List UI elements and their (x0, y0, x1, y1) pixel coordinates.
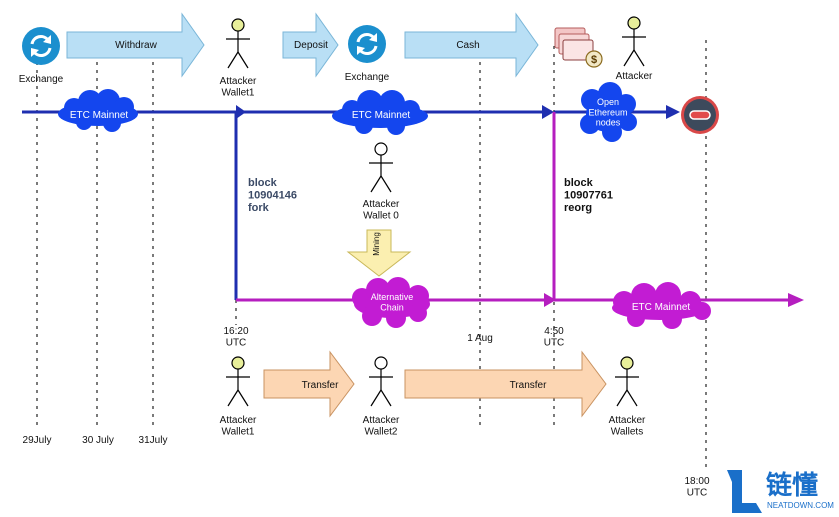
stop-sign-icon (681, 96, 719, 134)
cloud-etc-mainnet-right (612, 282, 711, 329)
etc-mainnet-right-label: ETC Mainnet (632, 302, 691, 313)
neatdown-logo-icon (727, 470, 762, 513)
cash-label: Cash (456, 40, 479, 51)
cloud-etc-mainnet-left (58, 89, 138, 132)
date-30july-label: 30 July (82, 435, 114, 446)
mainnet-arrowhead-reorg (542, 105, 554, 119)
mining-arrow (346, 229, 412, 277)
attacker-wallet1-top-icon (225, 18, 251, 69)
attacker-wallet1-bottom-icon (225, 356, 251, 407)
cloud-alternative-chain (352, 277, 430, 328)
time-1aug-label: 1 Aug (467, 333, 493, 344)
etc-mainnet-left-label: ETC Mainnet (70, 110, 129, 121)
transfer-left-arrow (263, 350, 355, 418)
money-stack-icon: $ (554, 27, 603, 68)
mainnet-after-reorg-arrowhead (788, 293, 804, 307)
deposit-arrow (282, 12, 339, 78)
etc-mainnet-mid-label: ETC Mainnet (352, 110, 411, 121)
exchange-mid-label: Exchange (345, 72, 390, 83)
cloud-open-ethereum-nodes (580, 82, 637, 142)
brand-cn-label: 链懂 (766, 470, 818, 500)
alt-chain-arrowhead (544, 293, 556, 307)
mainnet-arrowhead-fork (236, 105, 246, 119)
exchange-sync-icon-mid (348, 25, 386, 63)
cloud-etc-mainnet-mid (332, 90, 428, 135)
mining-label: Mining (372, 232, 381, 256)
withdraw-arrow (66, 12, 205, 78)
attacker-wallet0-icon (368, 142, 394, 193)
svg-text:$: $ (591, 54, 597, 66)
attacker-right-label: Attacker (616, 71, 653, 82)
transfer-right-label: Transfer (510, 380, 548, 391)
attacker-top-right-icon (621, 16, 647, 67)
date-29july-label: 29July (23, 435, 52, 446)
transfer-left-label: Transfer (302, 380, 340, 391)
cash-arrow (404, 12, 539, 78)
attacker-wallet2-icon (368, 356, 394, 407)
date-31july-label: 31July (139, 435, 168, 446)
open-nodes-arrowhead (666, 105, 680, 119)
withdraw-label: Withdraw (115, 40, 157, 51)
transfer-right-arrow (404, 350, 607, 418)
exchange-sync-icon-left (22, 27, 60, 65)
attacker-wallets-icon (614, 356, 640, 407)
brand-en-label: NEATDOWN.COM (767, 501, 834, 510)
deposit-label: Deposit (294, 40, 328, 51)
exchange-left-label: Exchange (19, 74, 64, 85)
